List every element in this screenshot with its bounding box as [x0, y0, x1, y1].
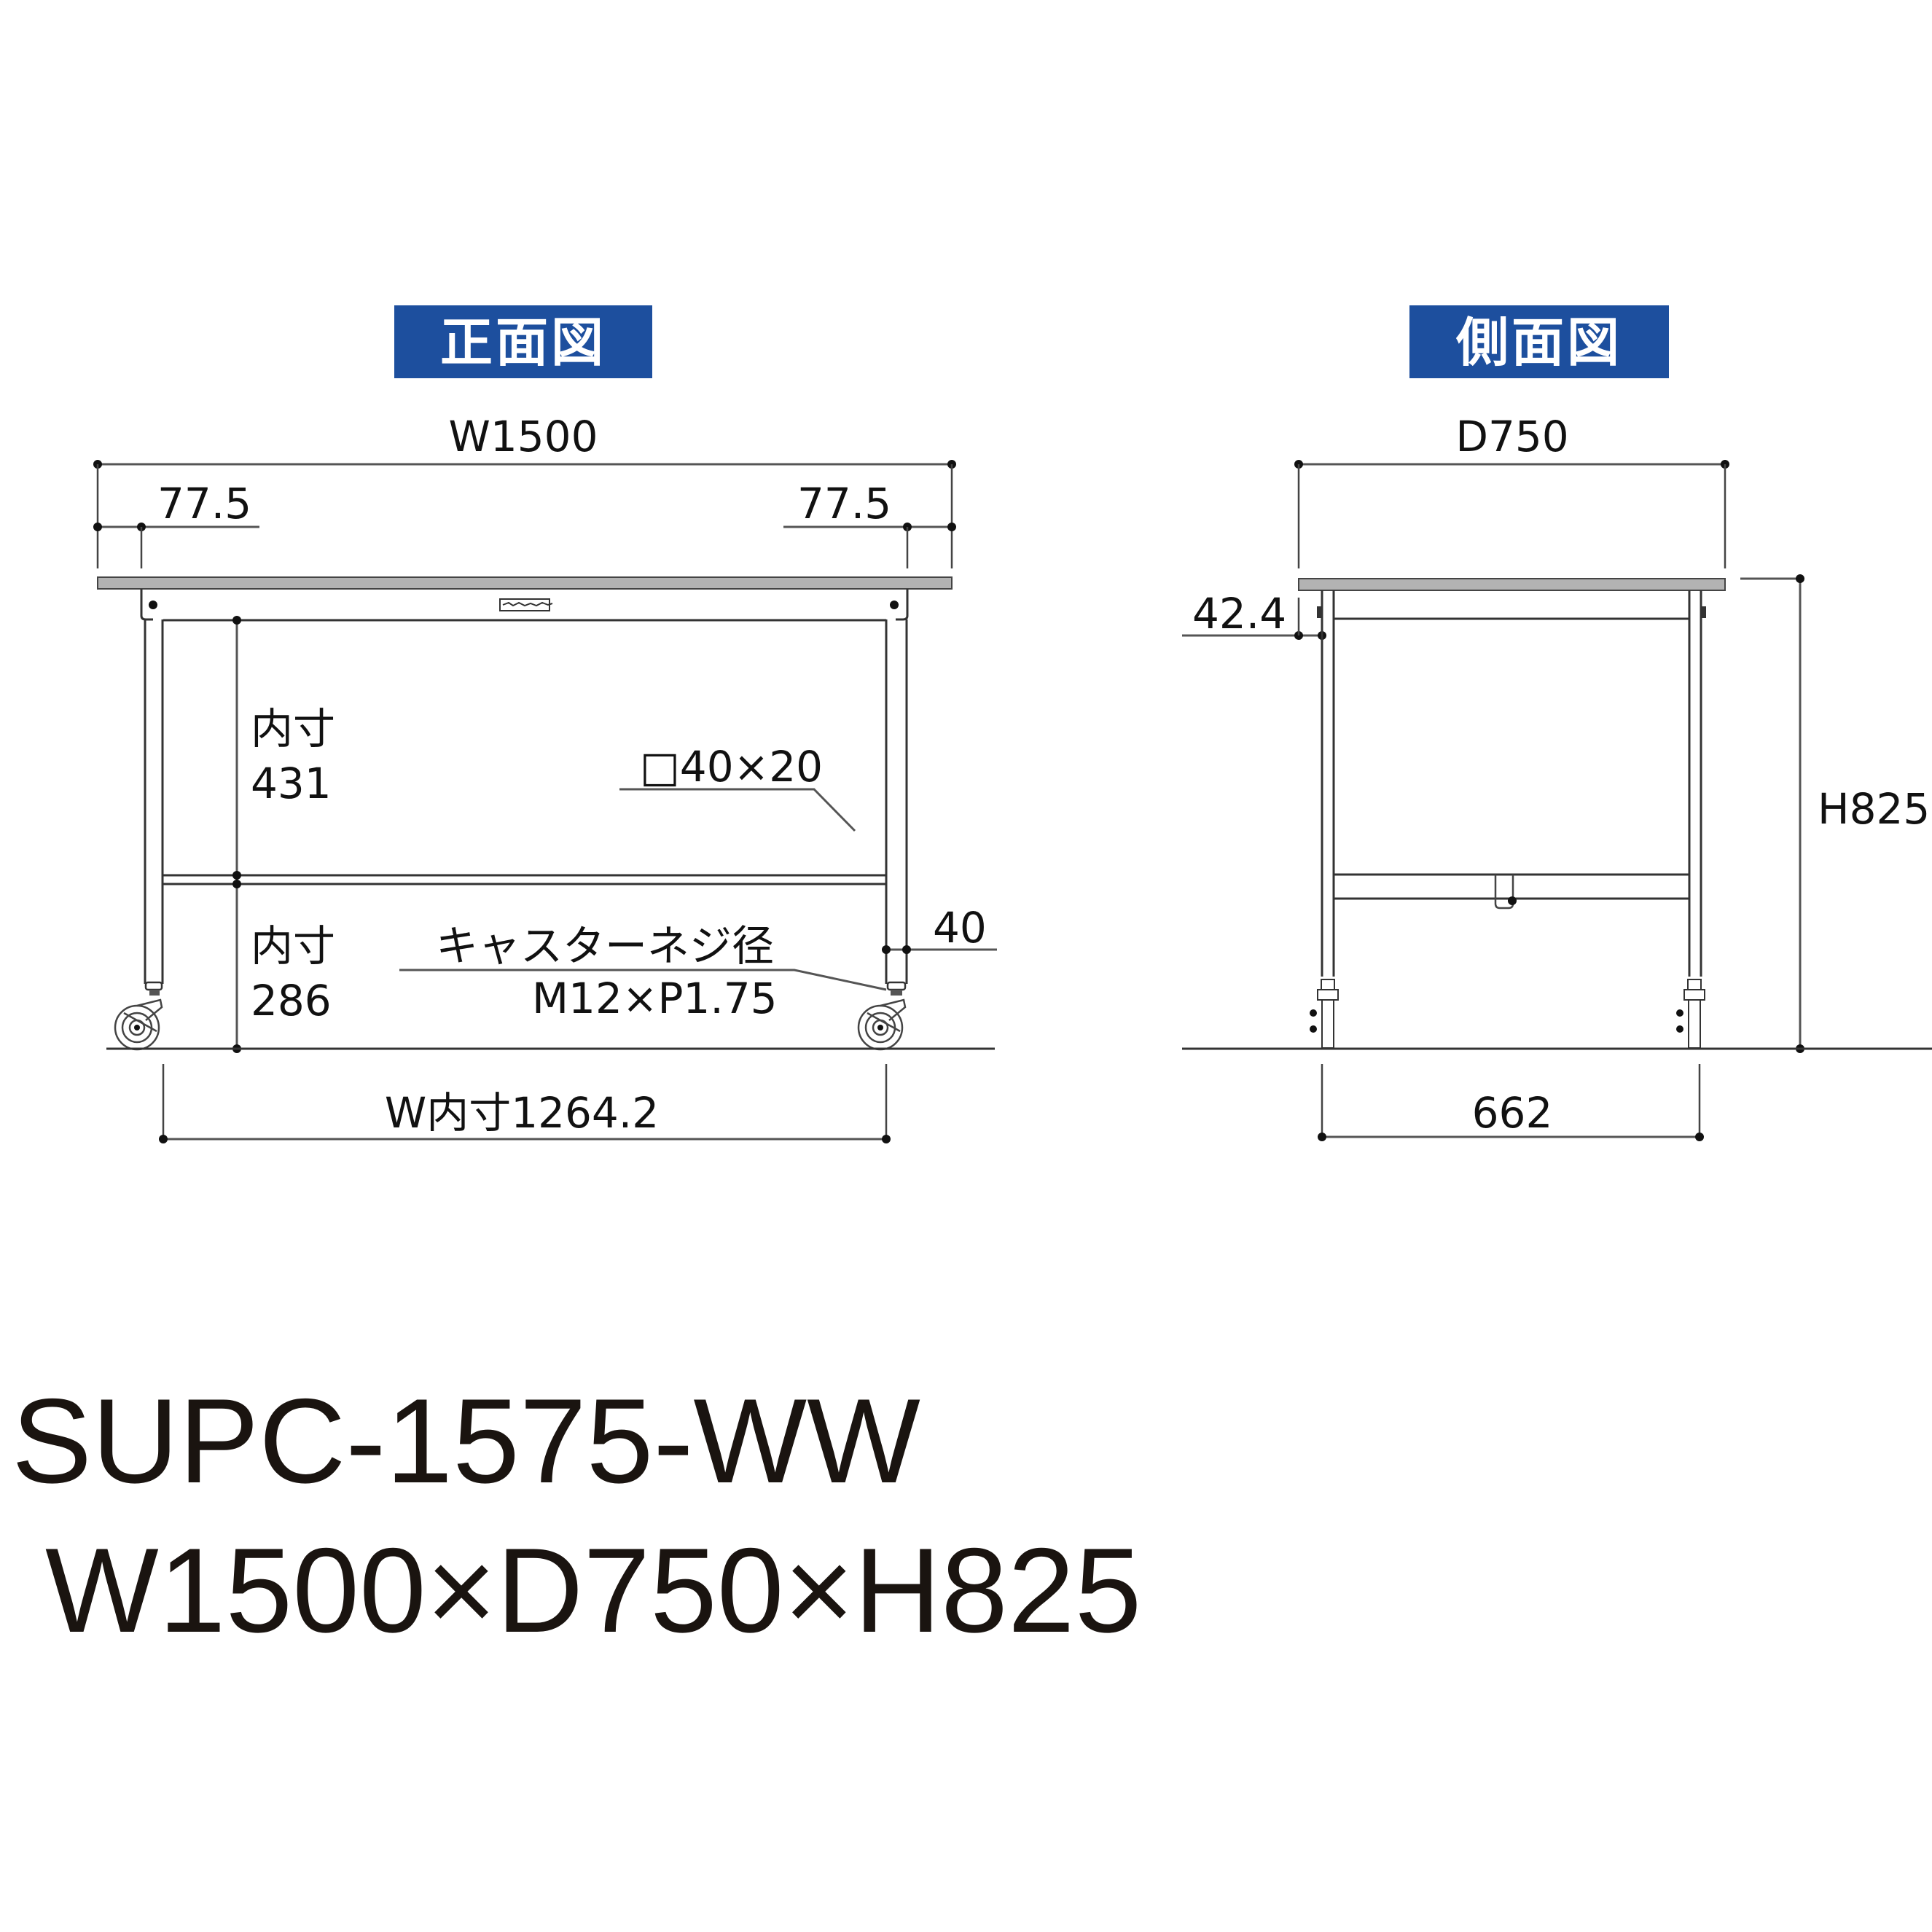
front-view-header	[394, 305, 652, 378]
upper-inner-value: 431	[251, 759, 332, 808]
front-view-title: 正面図	[440, 312, 606, 373]
front-table-top	[97, 576, 953, 590]
side-caster-right	[1676, 979, 1705, 1049]
side-view-header	[1409, 305, 1669, 378]
model-size: W1500×D750×H825	[45, 1523, 1142, 1657]
model-code: SUPC-1575-WW	[12, 1374, 920, 1508]
caster-thread-label: キャスターネジ径	[436, 921, 774, 971]
overall-width-label: W1500	[449, 412, 598, 461]
lower-inner-label: 内寸	[251, 921, 335, 971]
overall-depth-label: D750	[1455, 412, 1568, 461]
caster-thread-value: M12×P1.75	[532, 974, 778, 1023]
side-view: 側面図 D750 42.4	[1182, 305, 1932, 1141]
pipe-size-leader	[619, 788, 856, 832]
upper-inner-label: 内寸	[251, 704, 335, 754]
side-view-title: 側面図	[1455, 312, 1622, 373]
leg-span-label: 662	[1472, 1088, 1553, 1138]
side-table-top	[1298, 578, 1726, 591]
left-offset-label: 77.5	[157, 479, 251, 528]
height-label: H825	[1818, 784, 1930, 834]
side-caster-left	[1310, 979, 1339, 1049]
front-view: 正面図 W1500 77.5 77.5	[93, 305, 997, 1143]
top-offset-label: 42.4	[1192, 589, 1286, 638]
pipe-size-label: □40×20	[640, 742, 823, 791]
inner-width-label: W内寸1264.2	[385, 1088, 659, 1138]
right-offset-label: 77.5	[797, 479, 891, 528]
front-right-leg	[857, 619, 908, 1051]
foot-height-label: 40	[933, 903, 987, 953]
caster-thread-leader	[399, 969, 887, 991]
front-left-leg	[114, 619, 164, 1051]
lower-inner-value: 286	[251, 976, 332, 1025]
